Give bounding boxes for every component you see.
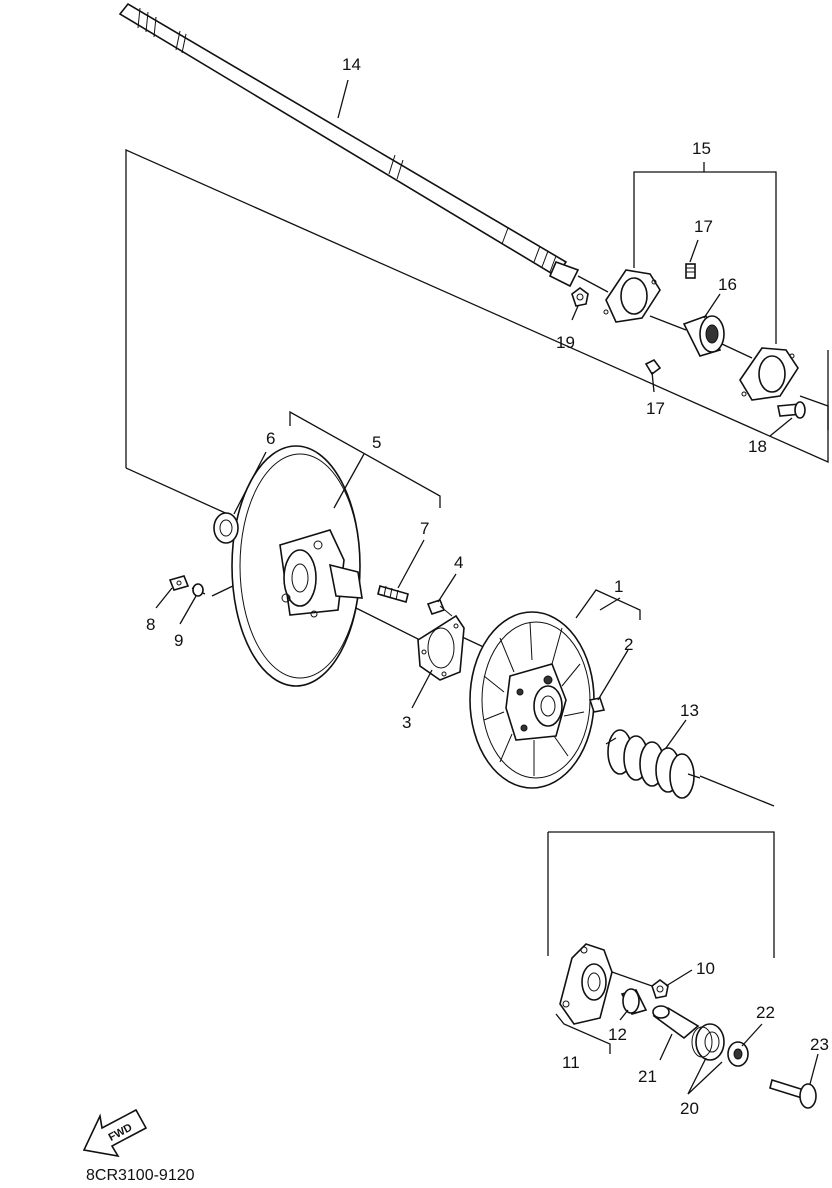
gasket-part-3 bbox=[417, 614, 465, 681]
bearing-flange-part-15b bbox=[739, 347, 799, 401]
bushing-part-20 bbox=[691, 1023, 725, 1061]
callout-19: 19 bbox=[556, 333, 575, 352]
callout-8: 8 bbox=[146, 615, 155, 634]
washer-part-22 bbox=[727, 1041, 749, 1067]
callout-2: 2 bbox=[624, 635, 633, 654]
callout-1: 1 bbox=[614, 577, 623, 596]
callout-23: 23 bbox=[810, 1035, 829, 1054]
collar-part-6 bbox=[213, 512, 239, 544]
callout-14: 14 bbox=[342, 55, 361, 74]
callout-4: 4 bbox=[454, 553, 463, 572]
callout-15: 15 bbox=[692, 139, 711, 158]
callout-7: 7 bbox=[420, 519, 429, 538]
callout-17-lower: 17 bbox=[646, 399, 665, 418]
forward-arrow-icon: FWD bbox=[82, 1108, 148, 1158]
fixed-sheave-part-5 bbox=[231, 445, 363, 687]
bolt-part-2 bbox=[588, 697, 606, 713]
bolt-part-23 bbox=[769, 1078, 817, 1109]
callout-20: 20 bbox=[680, 1099, 699, 1118]
bolt-part-18 bbox=[777, 401, 806, 419]
drawing-code: 8CR3100-9120 bbox=[86, 1167, 195, 1184]
bolt-part-8 bbox=[168, 575, 190, 591]
set-screw-part-17b bbox=[644, 358, 662, 376]
callout-5: 5 bbox=[372, 433, 381, 452]
bushing-part-12 bbox=[620, 988, 648, 1015]
pin-part-7 bbox=[377, 585, 409, 603]
collar-part-21 bbox=[652, 1005, 700, 1040]
callout-21: 21 bbox=[638, 1067, 657, 1086]
screw-part-4 bbox=[426, 599, 453, 617]
spring-part-13 bbox=[605, 729, 701, 799]
callout-22: 22 bbox=[756, 1003, 775, 1022]
callout-11: 11 bbox=[562, 1053, 580, 1072]
callout-3: 3 bbox=[402, 713, 411, 732]
nut-part-19 bbox=[571, 287, 589, 307]
leader-lines bbox=[155, 79, 819, 1095]
callout-16: 16 bbox=[718, 275, 737, 294]
callout-18: 18 bbox=[748, 437, 767, 456]
bearing-part-16 bbox=[682, 314, 725, 357]
callout-17-upper: 17 bbox=[694, 217, 713, 236]
callout-12: 12 bbox=[608, 1025, 627, 1044]
cam-bracket-part-11 bbox=[559, 943, 613, 1025]
shaft-part-14 bbox=[118, 2, 580, 288]
callout-labels: 14 15 17 16 19 17 18 6 5 7 4 8 9 1 2 3 1… bbox=[146, 55, 829, 1118]
callout-13: 13 bbox=[680, 701, 699, 720]
callout-10: 10 bbox=[696, 959, 715, 978]
washer-part-9 bbox=[192, 583, 204, 597]
nut-part-10 bbox=[651, 979, 669, 999]
callout-9: 9 bbox=[174, 631, 183, 650]
callout-6: 6 bbox=[266, 429, 275, 448]
set-screw-part-17a bbox=[685, 263, 696, 279]
sliding-sheave-part-1 bbox=[469, 611, 595, 789]
bearing-flange-part-15a bbox=[603, 269, 661, 323]
